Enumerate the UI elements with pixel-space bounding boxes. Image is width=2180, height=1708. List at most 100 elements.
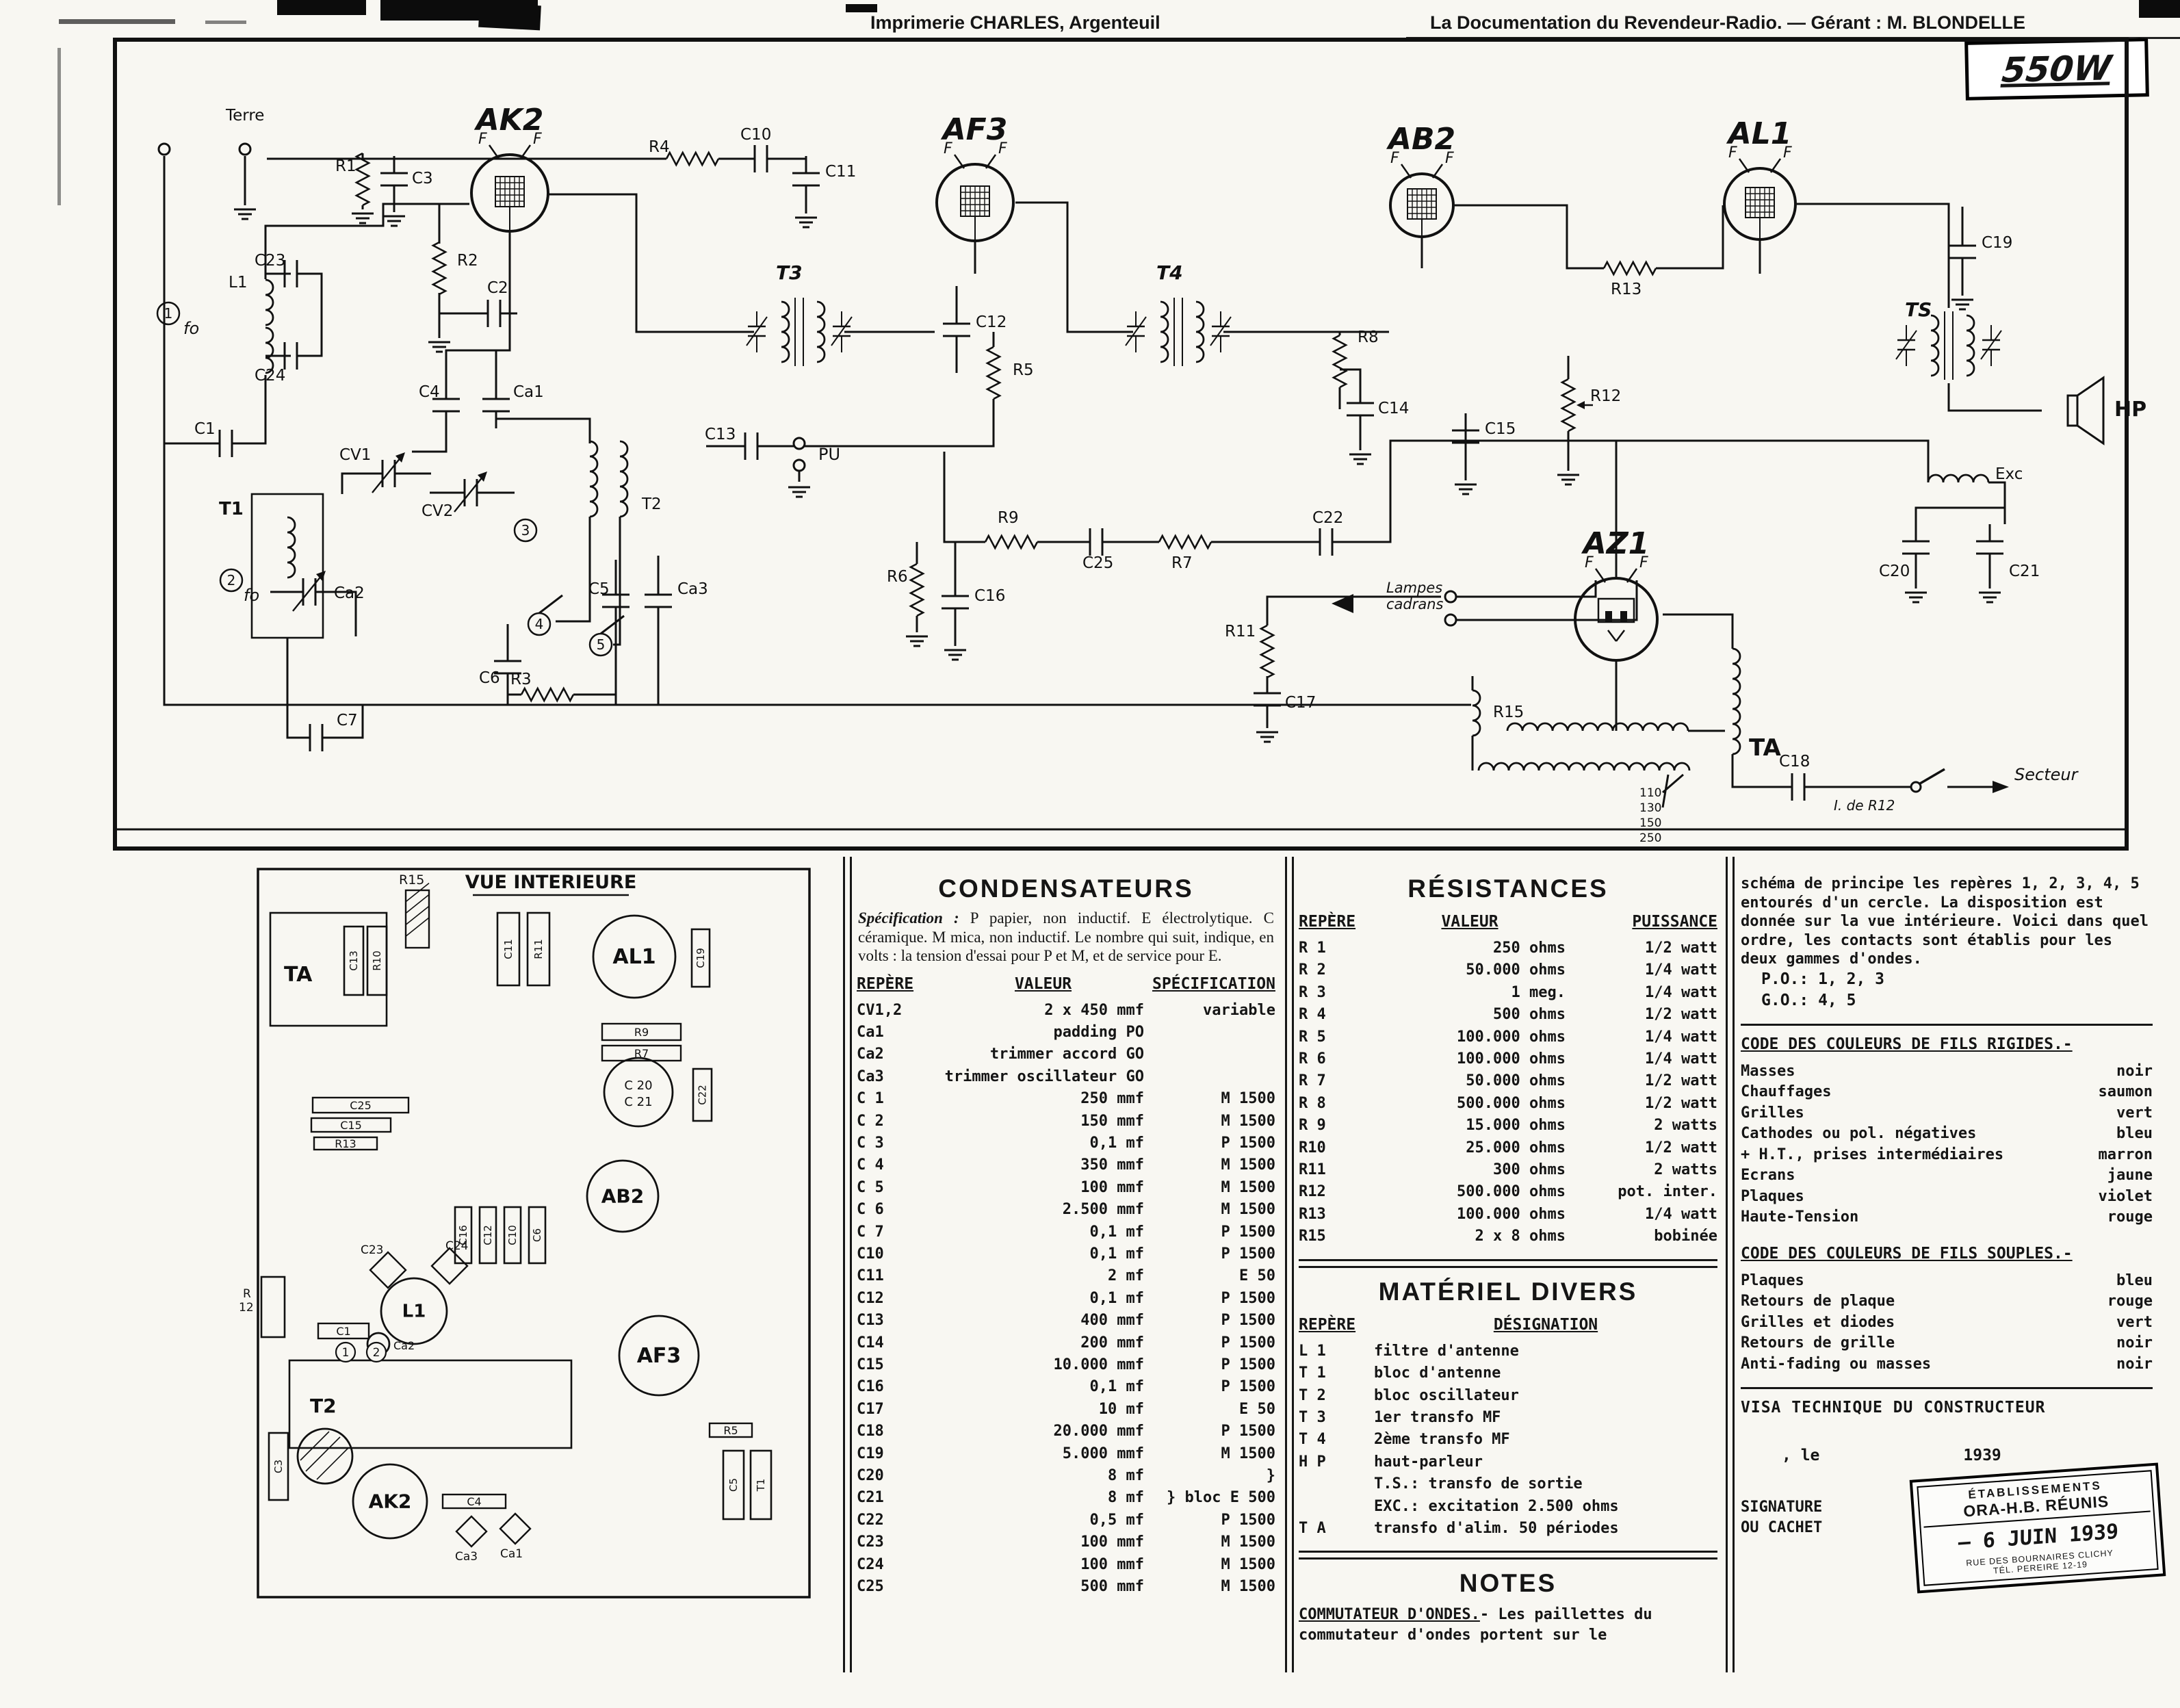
diagram-shape bbox=[292, 575, 322, 612]
cell: 100.000 ohms bbox=[1457, 1028, 1566, 1046]
cell: R 8 bbox=[1299, 1094, 1326, 1112]
part-label-AB2: AB2 bbox=[601, 1185, 645, 1207]
cell: C22 bbox=[857, 1511, 884, 1529]
contact-number bbox=[527, 612, 552, 636]
cell: 1/2 watt bbox=[1645, 1072, 1717, 1090]
diagram-shape bbox=[1626, 568, 1638, 583]
schematic-border bbox=[113, 38, 2129, 851]
cap-label-C12: C12 bbox=[976, 313, 1007, 331]
cell bbox=[1144, 1022, 1275, 1044]
cell: P 1500 bbox=[1221, 1223, 1275, 1241]
cell: P 1500 bbox=[1221, 1378, 1275, 1396]
cell: T.S.: transfo de sortie bbox=[1374, 1475, 1583, 1493]
tube-label-AL1: AL1 bbox=[1726, 116, 1792, 151]
part-label-L1: L1 bbox=[402, 1302, 426, 1322]
condensateurs-spec: Spécification : P papier, non inductif. … bbox=[858, 909, 1274, 966]
cap-label-C24: C24 bbox=[255, 367, 285, 385]
cell: } bloc E 500 bbox=[1167, 1489, 1275, 1507]
cap-label-C1: C1 bbox=[194, 420, 216, 438]
part-label-C25: C25 bbox=[350, 1099, 372, 1112]
part-label-TA: TA bbox=[284, 963, 313, 987]
part-label-C1: C1 bbox=[336, 1325, 350, 1338]
cell: filtre d'antenne bbox=[1374, 1342, 1519, 1360]
cell: Ca2 bbox=[857, 1046, 884, 1063]
cell: bleu bbox=[2116, 1125, 2153, 1142]
diagram-shape bbox=[1930, 314, 1940, 377]
diagram-shape bbox=[619, 440, 629, 518]
cell: 1er transfo MF bbox=[1374, 1408, 1501, 1426]
cell: P 1500 bbox=[1221, 1423, 1275, 1440]
terminal bbox=[1444, 613, 1457, 627]
diagram-shape bbox=[519, 144, 532, 159]
cap-label-CV2: CV2 bbox=[421, 502, 453, 520]
part-C16 bbox=[454, 1206, 473, 1265]
date-line: , le 1939 bbox=[1782, 1447, 2153, 1464]
part-label-Ca1: Ca1 bbox=[500, 1547, 523, 1561]
part-label-C23: C23 bbox=[361, 1243, 384, 1257]
part-label-R15: R15 bbox=[399, 872, 424, 888]
cell: rouge bbox=[2107, 1293, 2153, 1310]
tube-label-AK2: AK2 bbox=[474, 103, 544, 138]
publication-title: La Documentation du Revendeur-Radio. — G… bbox=[1430, 12, 2026, 33]
cell: noir bbox=[2116, 1334, 2153, 1351]
cell: 2ème transfo MF bbox=[1374, 1431, 1510, 1449]
cell: trimmer accord GO bbox=[989, 1046, 1144, 1063]
part-label-C12: C12 bbox=[482, 1225, 494, 1245]
terminal bbox=[792, 458, 806, 472]
part-circle bbox=[296, 1427, 354, 1485]
diagram-shape bbox=[265, 326, 274, 374]
cell: + H.T., prises intermédiaires bbox=[1741, 1146, 2004, 1163]
cell: 500.000 ohms bbox=[1457, 1094, 1566, 1112]
coil-label-L1: L1 bbox=[229, 274, 247, 292]
cell: vert bbox=[2116, 1104, 2153, 1122]
ink-smudge bbox=[205, 21, 246, 24]
materiel-header-row: REPÈRE DÉSIGNATION bbox=[1299, 1315, 1717, 1335]
contact-number bbox=[156, 301, 181, 326]
cell: R11 bbox=[1299, 1161, 1326, 1179]
cell: haut-parleur bbox=[1374, 1453, 1483, 1471]
col-header: VALEUR bbox=[1014, 974, 1072, 993]
cell: 1/4 watt bbox=[1645, 1050, 1717, 1068]
coil-label-T2: T2 bbox=[641, 495, 662, 513]
part-label-C13: C13 bbox=[348, 950, 360, 971]
materiel-title: MATÉRIEL DIVERS bbox=[1378, 1277, 1638, 1306]
part-label-12: 12 bbox=[239, 1301, 254, 1315]
diagram-shape bbox=[300, 1431, 330, 1461]
col-header: REPÈRE bbox=[857, 974, 914, 993]
cap-label-Ca3: Ca3 bbox=[677, 580, 708, 598]
cell: C 4 bbox=[857, 1156, 884, 1174]
cell: M 1500 bbox=[1221, 1201, 1275, 1219]
cell: T A bbox=[1299, 1519, 1326, 1537]
cell: Ca3 bbox=[857, 1068, 884, 1085]
cell: EXC.: excitation 2.500 ohms bbox=[1374, 1497, 1619, 1515]
cell: Retours de plaque bbox=[1741, 1293, 1895, 1310]
part-label-AK2: AK2 bbox=[369, 1490, 412, 1512]
cell: P 1500 bbox=[1221, 1312, 1275, 1330]
cell: 1/2 watt bbox=[1645, 1139, 1717, 1156]
go-line: G.O.: 4, 5 bbox=[1761, 991, 1856, 1009]
cell: C21 bbox=[857, 1489, 884, 1507]
visa-line: VISA TECHNIQUE DU CONSTRUCTEUR bbox=[1741, 1399, 2046, 1416]
table-row: Ca2 trimmer accord GO bbox=[857, 1044, 1275, 1065]
cell: 250 mmf bbox=[1080, 1090, 1144, 1108]
cell: 2 x 450 mmf bbox=[1044, 1001, 1144, 1019]
diagram-shape bbox=[985, 154, 997, 169]
cell: C14 bbox=[857, 1334, 884, 1351]
resistances-title: RÉSISTANCES bbox=[1407, 875, 1609, 903]
res-label-R5: R5 bbox=[1013, 361, 1034, 379]
pointer-arrow-icon bbox=[1332, 594, 1353, 613]
cell: 50.000 ohms bbox=[1466, 1072, 1566, 1090]
